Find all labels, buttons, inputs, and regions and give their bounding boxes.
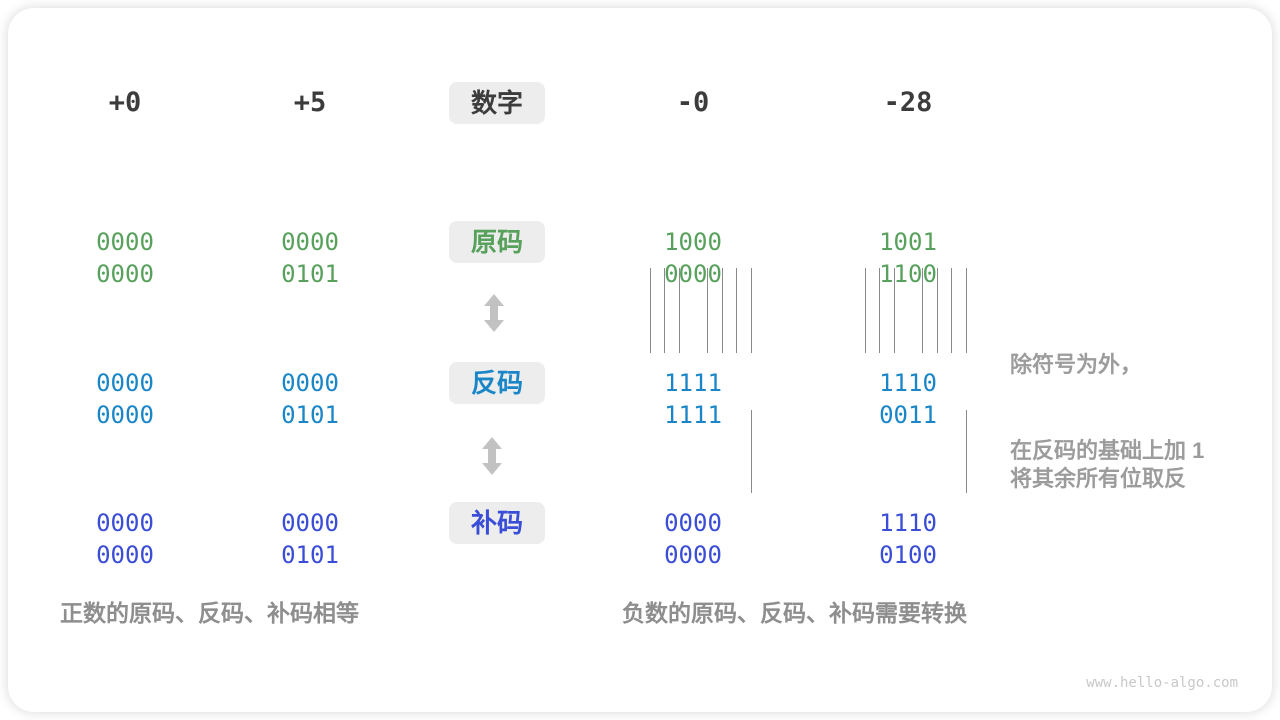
- ones-complement-value: 1111 1111: [664, 369, 722, 429]
- header-number-minus28: -28: [883, 87, 933, 118]
- watermark-url: www.hello-algo.com: [1086, 675, 1238, 691]
- bit-connector-line: [650, 268, 651, 353]
- row-label-twos-complement: 补码: [449, 502, 545, 544]
- bit-connector-line: [879, 268, 880, 353]
- updown-arrow-icon: [481, 437, 503, 475]
- bit-connector-line: [966, 410, 967, 493]
- bit-connector-line: [751, 410, 752, 493]
- header-number-plus5: +5: [293, 87, 327, 118]
- bit-connector-line: [751, 268, 752, 353]
- bit-connector-line: [951, 268, 952, 353]
- header-label-number: 数字: [449, 82, 545, 124]
- twos-complement-value: 0000 0101: [281, 509, 339, 569]
- annotation-invert-line2: 将其余所有位取反: [1010, 466, 1187, 491]
- bit-connector-line: [937, 268, 938, 353]
- updown-arrow-icon: [483, 294, 505, 332]
- row-label-ones-complement: 反码: [449, 362, 545, 404]
- sign-magnitude-value: 0000 0101: [281, 228, 339, 288]
- sign-magnitude-value: 1001 1100: [879, 228, 937, 288]
- bit-connector-line: [966, 268, 967, 353]
- header-number-minus0: -0: [676, 87, 710, 118]
- bit-connector-line: [707, 268, 708, 353]
- annotation-invert-line1: 除符号为外，: [1010, 352, 1143, 377]
- bit-connector-line: [736, 268, 737, 353]
- bit-connector-line: [722, 268, 723, 353]
- annotation-add-one: 在反码的基础上加 1: [1010, 438, 1205, 463]
- ones-complement-value: 0000 0101: [281, 369, 339, 429]
- row-label-sign-magnitude: 原码: [449, 221, 545, 263]
- ones-complement-value: 1110 0011: [879, 369, 937, 429]
- bit-connector-line: [664, 268, 665, 353]
- ones-complement-value: 0000 0000: [96, 369, 154, 429]
- twos-complement-value: 0000 0000: [664, 509, 722, 569]
- bit-connector-line: [894, 268, 895, 353]
- annotation-invert: 除符号为外， 将其余所有位取反: [1010, 270, 1186, 574]
- header-number-plus0: +0: [108, 87, 142, 118]
- twos-complement-value: 1110 0100: [879, 509, 937, 569]
- bit-connector-line: [679, 268, 680, 353]
- caption-negative: 负数的原码、反码、补码需要转换: [622, 600, 967, 626]
- bit-connector-line: [922, 268, 923, 353]
- bit-connector-line: [865, 268, 866, 353]
- sign-magnitude-value: 0000 0000: [96, 228, 154, 288]
- twos-complement-value: 0000 0000: [96, 509, 154, 569]
- sign-magnitude-value: 1000 0000: [664, 228, 722, 288]
- caption-positive: 正数的原码、反码、补码相等: [60, 600, 359, 626]
- diagram-card: [8, 8, 1272, 712]
